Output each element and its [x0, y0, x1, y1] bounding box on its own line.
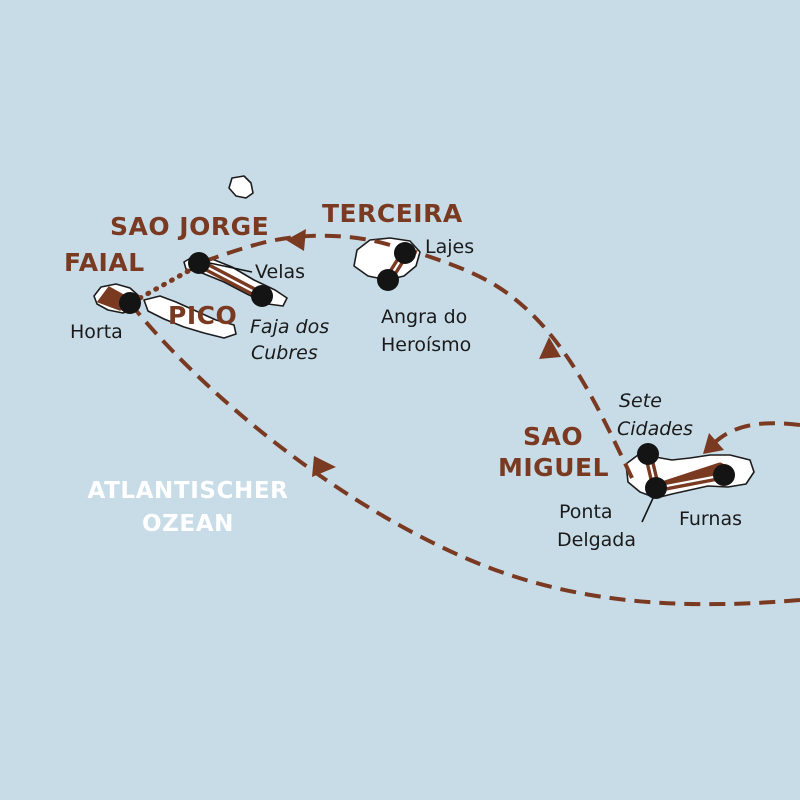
town-labels: Lajes Velas Horta Faja dos Cubres Angra …: [70, 236, 742, 551]
label-ocean-line2: OZEAN: [142, 511, 234, 537]
label-faja-line2: Cubres: [251, 342, 318, 364]
stop-angra-do-heroismo: [377, 269, 399, 291]
pico-island: [143, 295, 237, 339]
label-velas: Velas: [255, 261, 305, 283]
label-ocean-line1: ATLANTISCHER: [88, 478, 289, 504]
label-sete-line2: Cidades: [617, 418, 693, 440]
label-pico: PICO: [168, 301, 237, 330]
stop-horta: [119, 292, 141, 314]
graciosa-island: [228, 175, 254, 199]
label-terceira: TERCEIRA: [322, 199, 463, 228]
stops-layer: [119, 242, 735, 499]
sea-route-incoming: [710, 421, 800, 447]
label-sao-miguel-line1: SAO: [523, 422, 583, 451]
stop-sete-cidades: [637, 443, 659, 465]
arrow-incoming-icon: [703, 433, 724, 454]
sea-route-miguel-terceira: [409, 248, 634, 479]
label-ponta-line2: Delgada: [557, 529, 636, 551]
label-horta: Horta: [70, 321, 123, 343]
label-sete-line1: Sete: [619, 390, 662, 412]
label-angra-line1: Angra do: [381, 306, 467, 328]
island-labels: SAO JORGE TERCEIRA FAIAL PICO SAO MIGUEL: [64, 199, 609, 482]
ferry-link-faial-jorge: [137, 262, 202, 301]
label-furnas: Furnas: [679, 508, 742, 530]
stop-lajes: [394, 242, 416, 264]
routes-layer: [96, 229, 800, 607]
label-angra-line2: Heroísmo: [381, 334, 471, 356]
label-sao-miguel-line2: MIGUEL: [498, 453, 609, 482]
label-lajes: Lajes: [425, 236, 474, 258]
stop-ponta-delgada: [645, 477, 667, 499]
sea-route-terceira-jorge: [198, 233, 391, 265]
ocean-label: ATLANTISCHER OZEAN: [88, 478, 289, 537]
leader-velas: [204, 261, 253, 273]
stop-velas: [188, 252, 210, 274]
arrow-northbound-icon: [539, 337, 561, 359]
arrow-eastbound-icon: [312, 456, 336, 477]
arrow-terceira-west-icon: [286, 229, 306, 251]
leader-ponta-delgada: [641, 495, 655, 523]
stop-furnas: [713, 464, 735, 486]
label-ponta-line1: Ponta: [559, 501, 613, 523]
sea-route-atlantic: [128, 301, 800, 607]
leader-lines: [204, 261, 655, 523]
stop-faja-dos-cubres: [251, 285, 273, 307]
label-faial: FAIAL: [64, 248, 145, 277]
label-faja-line1: Faja dos: [250, 316, 329, 338]
label-sao-jorge: SAO JORGE: [110, 212, 269, 241]
tour-sao-jorge-inner: [197, 261, 264, 298]
